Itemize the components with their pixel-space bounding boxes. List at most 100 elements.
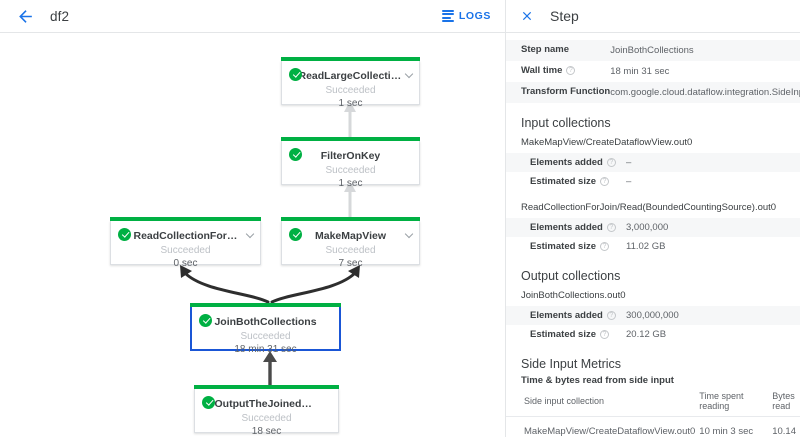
output-collections-heading: Output collections	[521, 269, 621, 283]
job-name-title: df2	[50, 8, 70, 24]
table-row: Elements added? 3,000,000	[506, 218, 800, 237]
column-header-side-input-collection: Side input collection	[506, 391, 700, 417]
node-title: FilterOnKey	[320, 149, 381, 162]
output-collection-0-metrics: Elements added? 300,000,000 Estimated si…	[506, 306, 800, 344]
help-icon[interactable]: ?	[606, 158, 616, 167]
node-status-label: Succeeded	[325, 165, 376, 176]
edge-join-to-makemapview	[270, 265, 360, 304]
node-status-bar	[190, 303, 341, 307]
table-row: Transform Function com.google.cloud.data…	[506, 82, 800, 103]
row-key-label: Estimated size	[530, 329, 596, 340]
edge-join-to-readcollection	[180, 265, 270, 304]
row-value: com.google.cloud.dataflow.integration.Si…	[610, 87, 800, 98]
node-status-label: Succeeded	[160, 245, 211, 256]
chevron-down-icon[interactable]	[404, 229, 414, 239]
graph-node-make-map-view[interactable]: MakeMapView Succeeded 7 sec	[281, 217, 420, 269]
node-time-label: 18 min 31 sec	[234, 344, 297, 355]
graph-node-read-collection-for-join[interactable]: ReadCollectionForJoin Succeeded 0 sec	[110, 217, 261, 269]
row-key: Elements added?	[506, 306, 626, 325]
help-icon[interactable]: ?	[606, 311, 616, 320]
graph-node-filter-on-key[interactable]: FilterOnKey Succeeded 1 sec	[281, 137, 420, 189]
table-row: Elements added? –	[506, 153, 800, 172]
graph-node-join-both-collections[interactable]: JoinBothCollections Succeeded 18 min 31 …	[190, 303, 341, 355]
node-time-label: 7 sec	[338, 258, 363, 269]
row-value: 3,000,000	[626, 222, 669, 233]
side-input-metrics-heading: Side Input Metrics	[521, 357, 622, 371]
node-title: OutputTheJoinedCollec…	[214, 397, 319, 410]
check-circle-icon	[118, 228, 131, 241]
panel-header: Step	[506, 0, 800, 33]
row-value: JoinBothCollections	[610, 45, 694, 56]
row-key-label: Elements added	[530, 222, 603, 233]
logs-button-label: LOGS	[458, 10, 491, 22]
table-row: Step name JoinBothCollections	[506, 40, 800, 61]
node-status-label: Succeeded	[325, 85, 376, 96]
node-title: ReadCollectionForJoin	[133, 229, 238, 242]
row-value: 11.02 GB	[626, 241, 666, 252]
check-circle-icon	[199, 314, 212, 327]
graph-node-read-large-collection[interactable]: ReadLargeCollectionFr… Succeeded 1 sec	[281, 57, 420, 109]
table-row: Wall time? 18 min 31 sec	[506, 61, 800, 82]
help-icon[interactable]: ?	[600, 242, 609, 251]
row-key: Elements added?	[506, 153, 626, 172]
close-icon[interactable]	[519, 8, 535, 24]
node-header: FilterOnKey	[282, 147, 419, 164]
column-header-time-spent-reading: Time spent reading	[699, 391, 773, 417]
table-row: Estimated size? 20.12 GB	[506, 325, 800, 344]
chevron-down-icon[interactable]	[245, 229, 255, 239]
row-value: 20.12 GB	[626, 329, 667, 340]
node-title: JoinBothCollections	[214, 315, 317, 328]
row-key-label: Elements added	[530, 157, 603, 168]
row-key-label: Estimated size	[530, 241, 596, 252]
node-header: JoinBothCollections	[192, 313, 339, 330]
row-key: Estimated size?	[506, 237, 626, 256]
job-graph-pane: df2 LOGS	[0, 0, 505, 437]
check-circle-icon	[202, 396, 215, 409]
row-key-label: Estimated size	[530, 176, 596, 187]
collection-name: MakeMapView/CreateDataflowView.out0	[521, 137, 693, 148]
back-arrow-icon[interactable]	[14, 5, 36, 27]
check-circle-icon	[289, 68, 302, 81]
row-key-label: Wall time	[521, 65, 563, 76]
logs-button[interactable]: LOGS	[441, 10, 491, 22]
node-time-label: 1 sec	[338, 178, 363, 189]
help-icon[interactable]: ?	[600, 330, 609, 339]
node-status-label: Succeeded	[325, 245, 376, 256]
step-summary-table: Step name JoinBothCollections Wall time?…	[506, 40, 800, 103]
collection-name: JoinBothCollections.out0	[521, 290, 626, 301]
row-key-label: Elements added	[530, 310, 603, 321]
node-header: ReadCollectionForJoin	[111, 227, 260, 244]
node-status-bar	[110, 217, 261, 221]
row-key: Step name	[521, 44, 570, 55]
check-circle-icon	[289, 228, 302, 241]
help-icon[interactable]: ?	[600, 177, 609, 186]
job-graph-canvas[interactable]: ReadLargeCollectionFr… Succeeded 1 sec F…	[0, 33, 505, 437]
collection-name: ReadCollectionForJoin/Read(BoundedCounti…	[521, 202, 777, 213]
chevron-down-icon[interactable]	[404, 69, 414, 79]
help-icon[interactable]: ?	[566, 66, 576, 75]
node-title: MakeMapView	[314, 229, 386, 242]
column-header-bytes-read: Bytes read	[772, 391, 800, 417]
row-key: Wall time?	[506, 61, 610, 82]
node-status-bar	[281, 137, 420, 141]
help-icon[interactable]: ?	[606, 223, 616, 232]
top-app-bar: df2 LOGS	[0, 0, 505, 33]
table-row: Estimated size? –	[506, 172, 800, 191]
check-circle-icon	[289, 148, 302, 161]
node-status-label: Succeeded	[241, 413, 292, 424]
node-status-bar	[194, 385, 339, 389]
graph-node-output-the-joined-collection[interactable]: OutputTheJoinedCollec… Succeeded 18 sec	[194, 385, 339, 437]
row-value: 18 min 31 sec	[610, 66, 670, 77]
node-header: OutputTheJoinedCollec…	[195, 395, 338, 412]
step-details-panel: Step Step name JoinBothCollections Wall …	[505, 0, 800, 437]
node-time-label: 18 sec	[251, 426, 282, 437]
input-collections-heading: Input collections	[521, 116, 611, 130]
logs-icon	[441, 10, 454, 22]
cell-side-input-collection: MakeMapView/CreateDataflowView.out0	[506, 416, 700, 437]
row-key: Elements added?	[506, 218, 626, 237]
node-title: ReadLargeCollectionFr…	[298, 69, 403, 82]
row-value: –	[626, 176, 632, 187]
edge-filter-to-makemapview	[344, 181, 356, 217]
row-value: –	[626, 157, 632, 168]
